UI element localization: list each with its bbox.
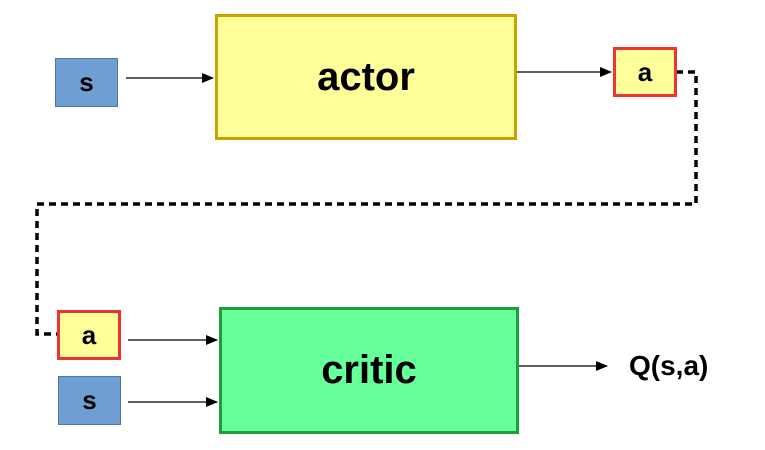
critic-input-s-node: s [58, 376, 121, 425]
critic-input-a-node: a [57, 310, 121, 360]
critic-input-s-label: s [82, 385, 97, 415]
critic-label: critic [321, 348, 417, 392]
actor-input-s-node: s [55, 58, 118, 107]
actor-node: actor [215, 14, 517, 140]
q-value-output-label: Q(s,a) [629, 350, 709, 381]
actor-label: actor [317, 54, 415, 99]
edge-dashed-a-to-critic-a [35, 70, 698, 336]
actor-output-a-label: a [637, 56, 653, 87]
actor-output-a-node: a [613, 47, 677, 97]
actor-input-s-label: s [79, 67, 94, 97]
critic-input-a-label: a [81, 319, 97, 350]
critic-node: critic [219, 307, 519, 434]
